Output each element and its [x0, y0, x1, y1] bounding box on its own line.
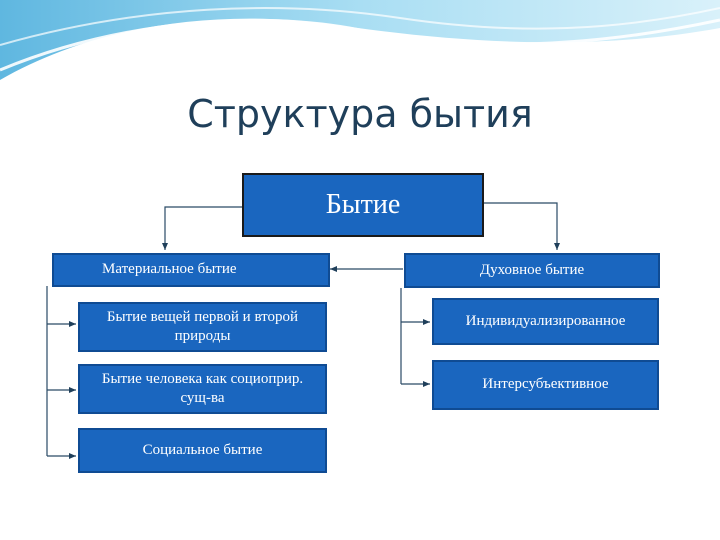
material-node: Материальное бытие [52, 253, 330, 287]
root-node: Бытие [242, 173, 484, 237]
material-child-node: Бытие человека как социоприр. сущ-ва [78, 364, 327, 414]
spiritual-child-node: Интерсубъективное [432, 360, 659, 410]
spiritual-child-node: Индивидуализированное [432, 298, 659, 345]
connector-root-spiritual [484, 203, 557, 250]
material-child-node: Бытие вещей первой и второй природы [78, 302, 327, 352]
material-child-node: Социальное бытие [78, 428, 327, 473]
spiritual-node: Духовное бытие [404, 253, 660, 288]
connector-root-material [165, 207, 242, 250]
